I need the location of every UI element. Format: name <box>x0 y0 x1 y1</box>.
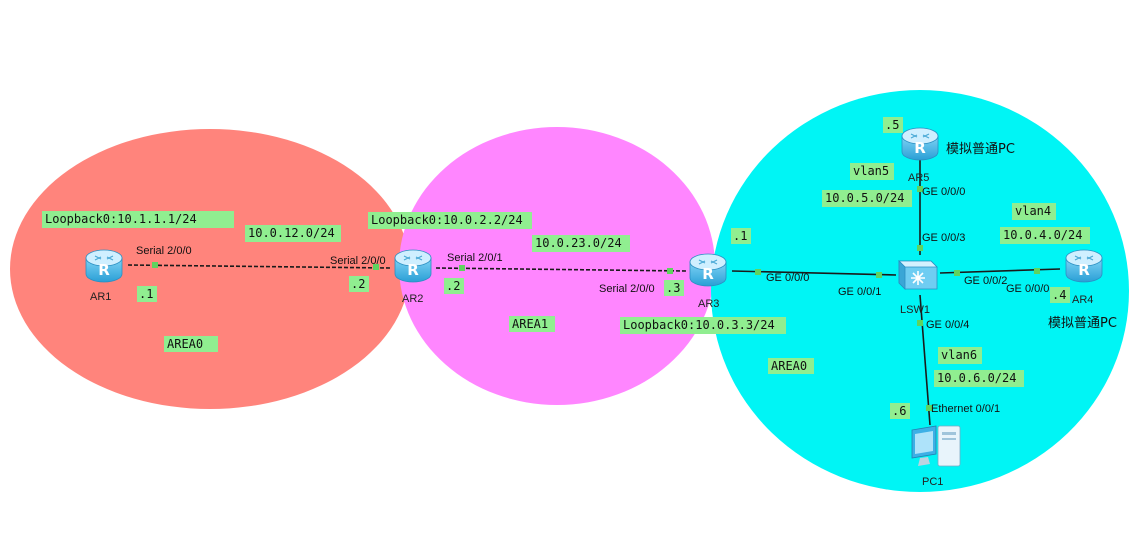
router-icon <box>394 249 432 283</box>
net-23-label: 10.0.23.0/24 <box>532 235 630 252</box>
hostid-ar3-serial-text: .3 <box>666 281 680 295</box>
pc1-label: PC1 <box>922 476 943 488</box>
port-dot <box>926 405 932 411</box>
lsw1-label: LSW1 <box>900 304 930 316</box>
loopback-ar2-text: Loopback0:10.0.2.2/24 <box>371 213 523 227</box>
area-right-text: AREA0 <box>771 359 807 373</box>
ar5-note: 模拟普通PC <box>946 142 1015 157</box>
router-ar5[interactable] <box>901 127 939 161</box>
area-right-zone <box>711 90 1129 492</box>
pc-pc1[interactable] <box>911 425 961 467</box>
area-label-middle: AREA1 <box>509 316 555 332</box>
hostid-ar4: .4 <box>1050 287 1070 303</box>
port-dot <box>755 269 761 275</box>
area-label-left: AREA0 <box>164 336 218 352</box>
port-dot <box>667 268 673 274</box>
port-ar3-s200: Serial 2/0/0 <box>599 283 655 295</box>
loopback-ar1-label: Loopback0:10.1.1.1/24 <box>42 211 234 228</box>
port-dot <box>373 264 379 270</box>
port-ar3-ge000: GE 0/0/0 <box>766 272 809 284</box>
ar3-label: AR3 <box>698 298 719 310</box>
hostid-ar2-left-text: .2 <box>351 277 365 291</box>
net-12-label: 10.0.12.0/24 <box>245 225 341 242</box>
port-ar1-s200: Serial 2/0/0 <box>136 245 192 257</box>
port-dot <box>152 262 158 268</box>
router-icon <box>85 249 123 283</box>
port-pc1-eth001: Ethernet 0/0/1 <box>931 403 1000 415</box>
port-dot <box>917 186 923 192</box>
area-left-text: AREA0 <box>167 337 203 351</box>
hostid-ar5-text: .5 <box>885 118 899 132</box>
net-4-text: 10.0.4.0/24 <box>1003 228 1082 242</box>
loopback-ar3-text: Loopback0:10.0.3.3/24 <box>623 318 775 332</box>
ar4-note: 模拟普通PC <box>1048 316 1117 331</box>
hostid-ar2-right: .2 <box>444 278 464 294</box>
ar2-label: AR2 <box>402 293 423 305</box>
router-icon <box>1065 249 1103 283</box>
net-6-text: 10.0.6.0/24 <box>937 371 1016 385</box>
port-ar2-s200: Serial 2/0/0 <box>330 255 386 267</box>
switch-icon <box>898 260 938 290</box>
net-5-text: 10.0.5.0/24 <box>825 191 904 205</box>
port-lsw1-ge004: GE 0/0/4 <box>926 319 969 331</box>
net-12-text: 10.0.12.0/24 <box>248 226 335 240</box>
area-left-zone <box>10 129 410 409</box>
hostid-pc1-text: .6 <box>892 404 906 418</box>
hostid-ar2-left: .2 <box>349 276 369 292</box>
net-4-label: 10.0.4.0/24 <box>1000 227 1090 244</box>
hostid-ar3-eth-text: .1 <box>733 229 747 243</box>
hostid-ar2-right-text: .2 <box>446 279 460 293</box>
area-middle-zone <box>399 127 715 405</box>
ar4-label: AR4 <box>1072 294 1093 306</box>
hostid-ar4-text: .4 <box>1052 288 1066 302</box>
port-lsw1-ge002: GE 0/0/2 <box>964 275 1007 287</box>
ar5-label: AR5 <box>908 172 929 184</box>
vlan4-label: vlan4 <box>1012 203 1056 220</box>
vlan6-text: vlan6 <box>941 348 977 362</box>
loopback-ar1-text: Loopback0:10.1.1.1/24 <box>45 212 197 226</box>
port-ar5-ge000: GE 0/0/0 <box>922 186 965 198</box>
router-ar1[interactable] <box>85 249 123 283</box>
hostid-ar5: .5 <box>883 117 903 133</box>
router-ar3[interactable] <box>689 253 727 287</box>
port-dot <box>954 270 960 276</box>
router-ar4[interactable] <box>1065 249 1103 283</box>
port-dot <box>917 320 923 326</box>
link-lsw1-pc1[interactable] <box>919 294 931 426</box>
switch-lsw1[interactable] <box>898 260 938 290</box>
hostid-pc1: .6 <box>890 403 910 419</box>
net-23-text: 10.0.23.0/24 <box>535 236 622 250</box>
vlan5-text: vlan5 <box>853 164 889 178</box>
net-6-label: 10.0.6.0/24 <box>934 370 1024 387</box>
port-dot <box>459 265 465 271</box>
hostid-ar3-serial: .3 <box>664 280 684 296</box>
vlan5-label: vlan5 <box>850 163 894 180</box>
loopback-ar2-label: Loopback0:10.0.2.2/24 <box>368 212 532 229</box>
port-dot <box>917 245 923 251</box>
area-middle-text: AREA1 <box>512 317 548 331</box>
port-dot <box>876 272 882 278</box>
ar1-label: AR1 <box>90 291 111 303</box>
vlan6-label: vlan6 <box>938 347 982 364</box>
router-ar2[interactable] <box>394 249 432 283</box>
area-label-right: AREA0 <box>768 358 814 374</box>
port-lsw1-ge003: GE 0/0/3 <box>922 232 965 244</box>
router-icon <box>689 253 727 287</box>
port-ar2-s201: Serial 2/0/1 <box>447 252 503 264</box>
hostid-ar3-eth: .1 <box>731 228 751 244</box>
pc-icon <box>911 425 961 467</box>
vlan4-text: vlan4 <box>1015 204 1051 218</box>
port-lsw1-ge001: GE 0/0/1 <box>838 286 881 298</box>
port-dot <box>1034 268 1040 274</box>
net-5-label: 10.0.5.0/24 <box>822 190 912 207</box>
port-ar4-ge000: GE 0/0/0 <box>1006 283 1049 295</box>
loopback-ar3-label: Loopback0:10.0.3.3/24 <box>620 317 786 334</box>
link-ar1-ar2[interactable] <box>127 264 391 269</box>
port-dots <box>152 186 1040 411</box>
router-icon <box>901 127 939 161</box>
hostid-ar1-text: .1 <box>139 287 153 301</box>
hostid-ar1: .1 <box>137 286 157 302</box>
